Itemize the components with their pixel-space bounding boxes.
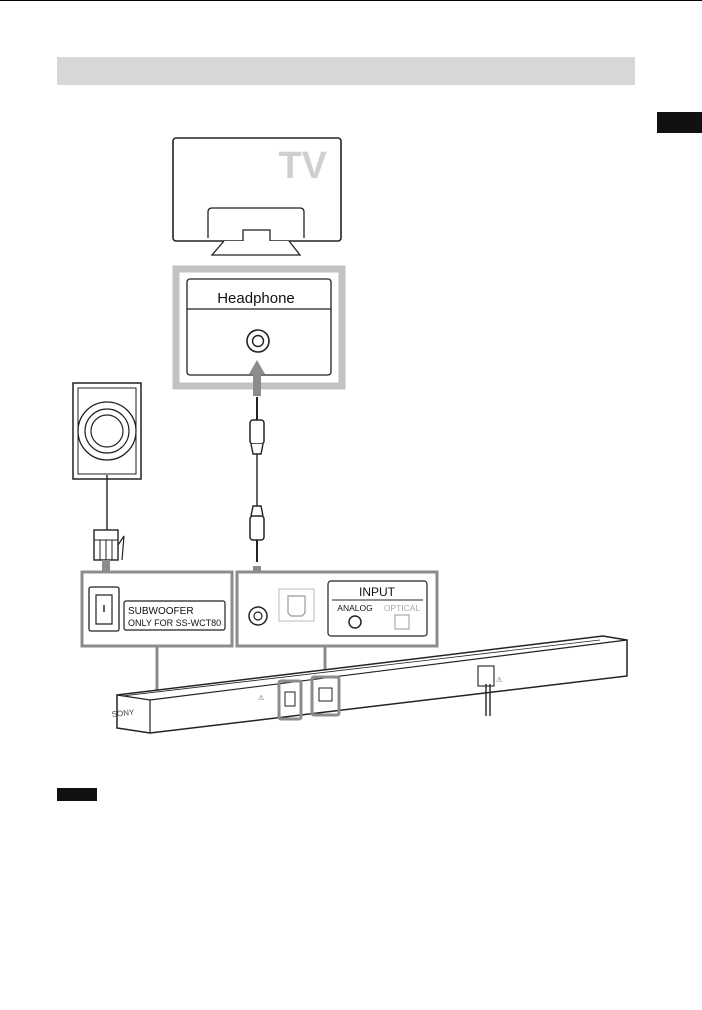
subwoofer-label-line1: SUBWOOFER [128,606,194,617]
input-analog-label: ANALOG [337,603,372,613]
headphone-label: Headphone [217,290,295,307]
tv-label: TV [278,145,327,187]
subwoofer-driver-cone [91,415,123,447]
soundbar-body [117,636,627,733]
power-inlet [478,666,494,686]
input-optical-label: OPTICAL [384,603,421,613]
note-badge [57,788,97,801]
input-panel: INPUT ANALOG OPTICAL [237,572,437,646]
input-optical-icon [395,615,409,629]
subwoofer [73,383,141,592]
input-analog-icon [349,616,361,628]
lower-plug-body [250,516,264,540]
input-title: INPUT [359,585,396,599]
audio-cable [249,360,265,594]
svg-text:⚠: ⚠ [496,676,502,684]
soundbar: SONY ⚠ ⚠ [111,636,627,733]
tv: TV [173,138,341,255]
headphone-jack-inner [253,336,264,347]
tv-stand-base [212,241,300,255]
upper-plug-body [250,420,264,444]
subwoofer-label-line2: ONLY FOR SS-WCT80 [128,618,221,628]
arrow-up-shaft [253,372,261,396]
subwoofer-port-panel: SUBWOOFER ONLY FOR SS-WCT80 [82,572,232,646]
svg-text:⚠: ⚠ [258,694,264,702]
